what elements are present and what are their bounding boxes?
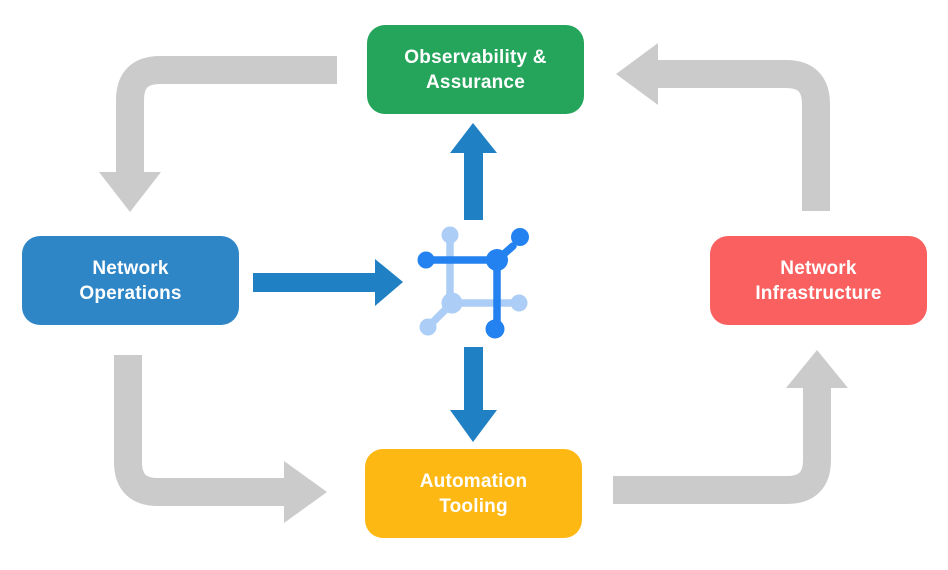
arrow-elbow xyxy=(613,388,831,504)
arrow-elbow xyxy=(114,355,284,506)
node-label-line2: Infrastructure xyxy=(755,282,882,304)
arrow-operations-to-center xyxy=(253,259,403,306)
node-label: Automation Tooling xyxy=(420,469,528,519)
arrow-elbow xyxy=(658,60,830,211)
node-label-line1: Network xyxy=(92,257,169,279)
arrow-elbow xyxy=(116,56,337,174)
node-label: Network Infrastructure xyxy=(755,256,881,306)
arrow-shaft xyxy=(253,273,376,292)
node-label: Observability & Assurance xyxy=(404,45,546,95)
mesh-node xyxy=(485,319,505,339)
mesh-node xyxy=(486,249,508,271)
mesh-node xyxy=(441,226,459,244)
node-label-line1: Automation xyxy=(419,470,528,492)
arrow-automation-to-infrastructure xyxy=(613,350,848,504)
mesh-node xyxy=(419,318,437,336)
arrow-observability-to-operations xyxy=(99,56,337,212)
node-label: Network Operations xyxy=(79,256,181,306)
node-label-line2: Tooling xyxy=(439,495,508,517)
node-network-infrastructure: Network Infrastructure xyxy=(710,236,927,325)
arrow-infrastructure-to-observability xyxy=(616,43,830,211)
arrow-operations-to-automation xyxy=(114,355,327,523)
arrow-head-right xyxy=(284,461,327,523)
node-label-line2: Operations xyxy=(79,282,182,304)
arrow-shaft xyxy=(464,151,483,220)
arrow-center-to-observability xyxy=(450,123,497,220)
mesh-node xyxy=(510,294,528,312)
mesh-dark-part xyxy=(417,228,529,339)
arrow-head-left xyxy=(616,43,658,105)
node-label-line1: Observability & xyxy=(404,46,547,68)
mesh-node xyxy=(511,228,529,246)
node-label-line2: Assurance xyxy=(426,71,525,93)
arrow-head-up xyxy=(786,350,848,388)
node-automation-tooling: Automation Tooling xyxy=(365,449,582,538)
network-mesh-icon xyxy=(417,226,529,339)
arrow-head-down xyxy=(450,410,497,442)
arrow-shaft xyxy=(464,347,483,410)
node-observability-assurance: Observability & Assurance xyxy=(367,25,584,114)
arrow-center-to-automation xyxy=(450,347,497,442)
arrow-head-up xyxy=(450,123,497,153)
arrow-head-right xyxy=(375,259,403,306)
arrow-head-down xyxy=(99,172,161,212)
node-network-operations: Network Operations xyxy=(22,236,239,325)
mesh-node xyxy=(441,292,463,314)
mesh-node xyxy=(417,251,435,269)
node-label-line1: Network xyxy=(780,257,857,279)
